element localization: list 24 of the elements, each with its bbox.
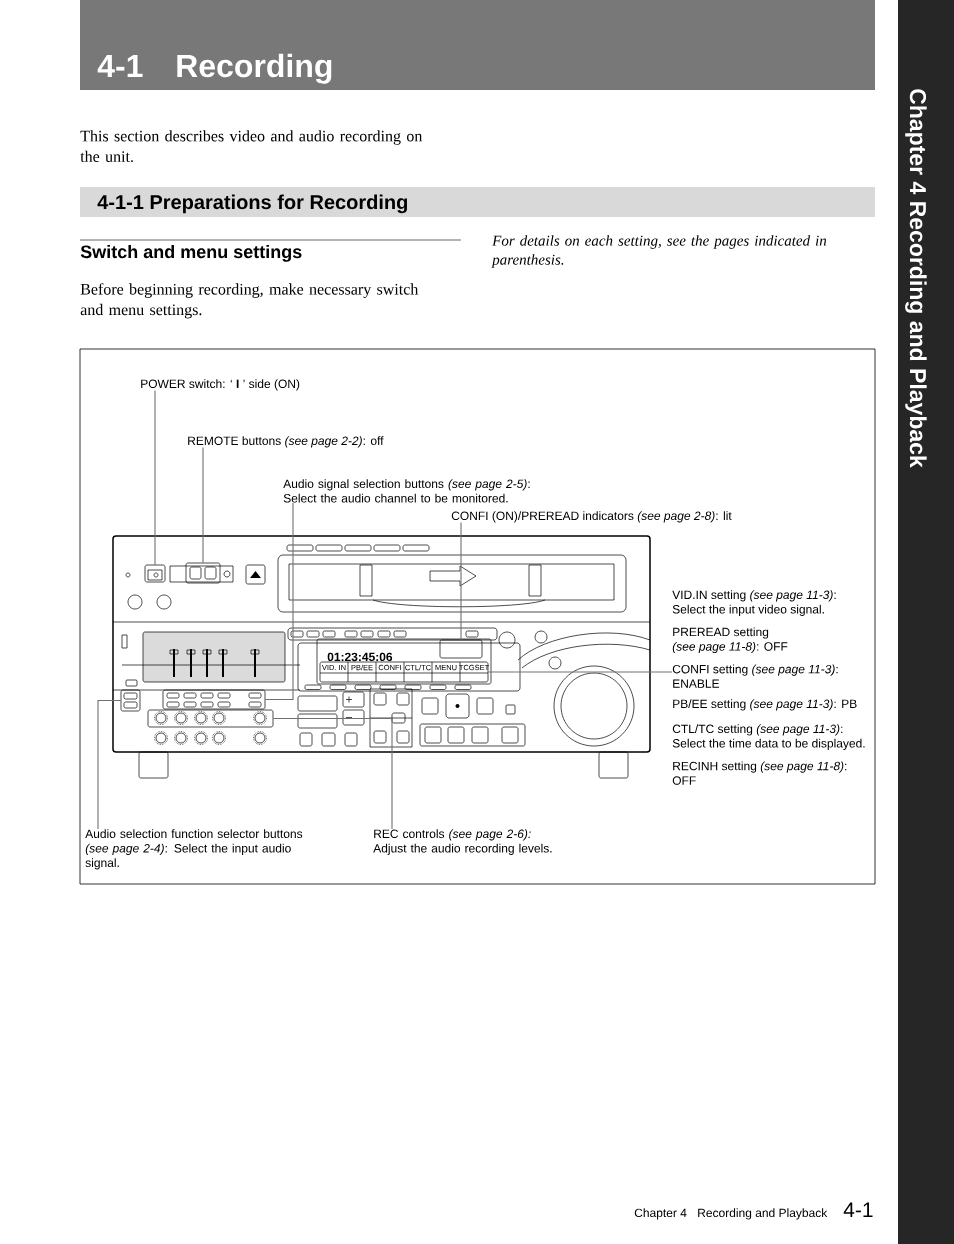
callout-text: VID.IN setting (see page 11-3): Select the input video signal. PREREAD setting (see page 11-8): OFF CONFI setting (see page 11-3): ENABLE PB/EE setting (see page 11-3): PB CTL/TC setting (see page 11-3): Select the time data to be displayed. RECINH setting (see page 11-8): OFF [672,590,865,785]
subheading: Switch and menu settings [80,244,302,262]
callout-text: REC controls (see page 2-6): Adjust the audio recording levels. [373,829,552,855]
body-text: Before beginning recording, make necessary switch and menu settings. [80,283,419,319]
section-heading: 4-1-1 Preparations for Recording [80,187,875,217]
menu-display [319,661,489,683]
power-switch [144,564,166,583]
note-text: For details on each setting, see the pages indicated in parenthesis. [491,235,827,268]
selection-buttons [162,689,266,710]
title-banner: 4-1 Recording [80,0,875,90]
footer-text: Recording and Playback [698,1208,828,1220]
callout-text: Audio signal selection buttons (see page 2-5): Select the audio channel to be monitored. [283,479,530,503]
callout-text: REMOTE buttons (see page 2-2): off [188,436,384,448]
callout-text: POWER switch: ‘ I ’ side (ON) [141,379,300,391]
indicator-lamps [439,639,483,659]
callout-text: CONFI (ON)/PREREAD indicators (see page 2-8): lit [451,511,732,523]
level-knobs [147,709,274,728]
remote-buttons [185,562,221,584]
selector-buttons [120,689,141,712]
page-number: 4-1 [843,1202,873,1217]
chapter-tab: Chapter 4 Recording and Playback [898,0,954,1244]
intro-text: This section describes video and audio recording on the unit. [80,130,423,162]
callout-text: Audio selection function selector buttons (see page 2-4): Select the input audio signal. [85,829,303,870]
footer-text: Chapter 4 [634,1208,687,1220]
